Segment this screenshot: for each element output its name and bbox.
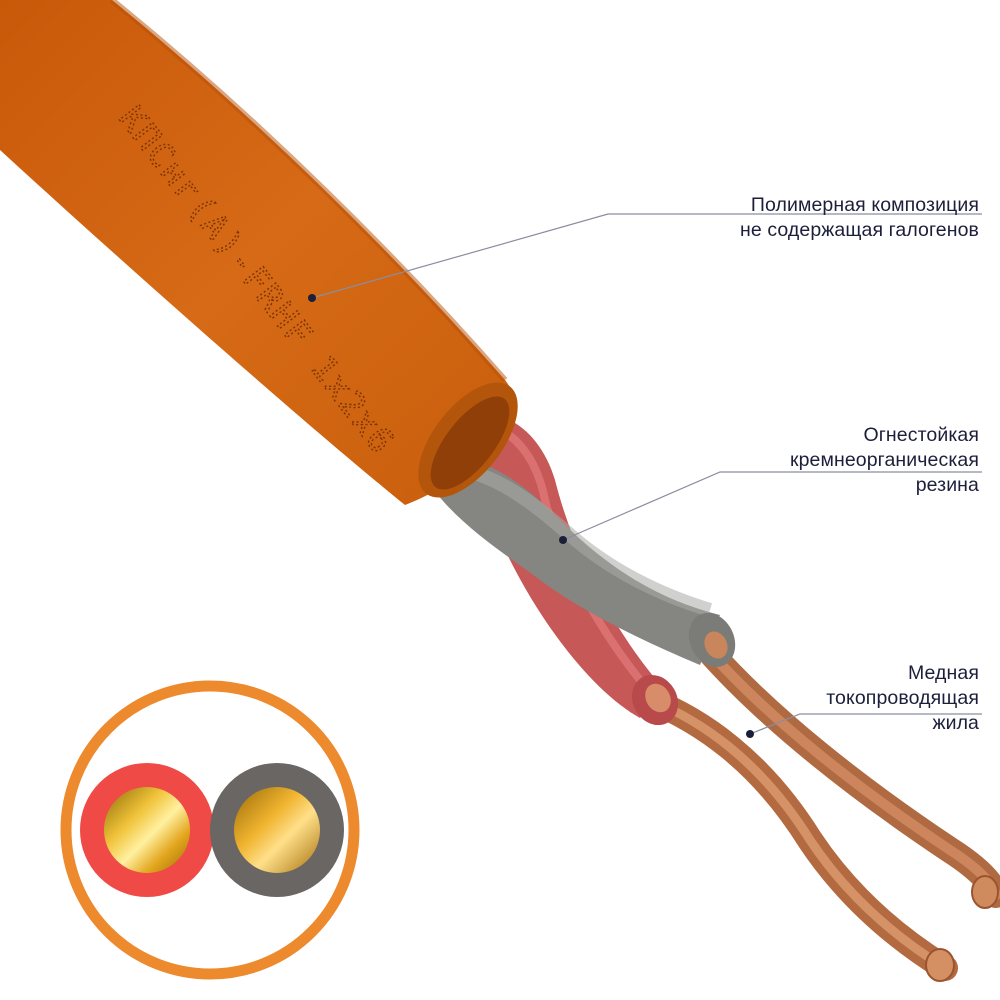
cross-section-red-conductor xyxy=(104,787,190,873)
callout-insulation-line3: резина xyxy=(915,474,979,496)
copper-wire-front-end xyxy=(925,948,955,982)
leader-dots xyxy=(308,294,754,738)
leader-line-sheath xyxy=(311,213,982,299)
leader-line-insulation xyxy=(562,471,982,541)
callout-conductor-line1: Медная xyxy=(907,662,979,684)
callout-sheath-line1: Полимерная композиция xyxy=(750,194,979,216)
leader-line-conductor xyxy=(749,713,982,735)
callout-conductor-line3: жила xyxy=(932,712,979,734)
callout-insulation-line2: кремнеорганическая xyxy=(789,449,979,471)
callout-sheath: Полимерная композиция не содержащая гало… xyxy=(740,193,979,243)
leader-lines xyxy=(311,213,982,735)
callout-insulation: Огнестойкая кремнеорганическая резина xyxy=(790,423,979,498)
copper-wire-back-end xyxy=(971,875,999,909)
callout-sheath-line2: не содержащая галогенов xyxy=(739,219,979,241)
callout-insulation-line1: Огнестойкая xyxy=(863,424,979,446)
copper-conductors xyxy=(637,637,1000,982)
callout-conductor: Медная токопроводящая жила xyxy=(826,661,979,736)
cross-section-grey-conductor xyxy=(234,787,320,873)
cross-section-diagram xyxy=(60,680,360,980)
callout-conductor-line2: токопроводящая xyxy=(826,687,979,709)
cable-sheath xyxy=(0,0,518,505)
